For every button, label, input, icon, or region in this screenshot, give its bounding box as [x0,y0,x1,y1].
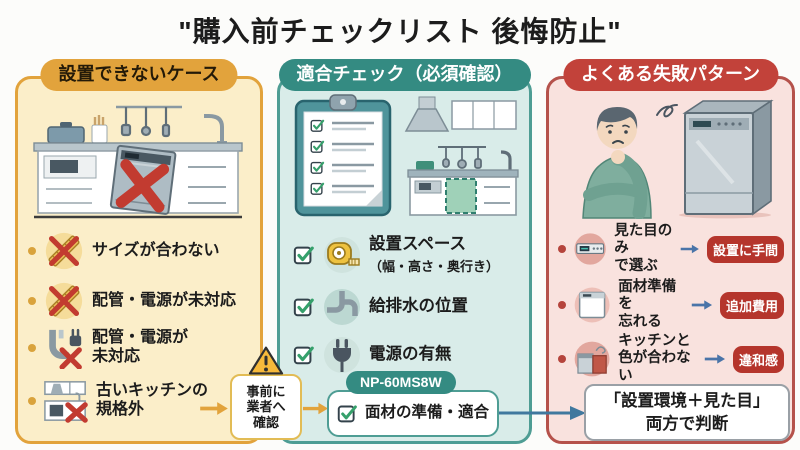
list-item: 面材準備を 忘れる 追加費用 [558,279,786,330]
dishwasher-color-mismatch-icon [574,341,610,377]
arrow-right-icon [691,298,713,312]
list-item-label: サイズが合わない [92,241,220,259]
panel-compatibility-check: 適合チェック（必須確認） [277,59,532,444]
model-badge: NP-60MS8W [346,371,456,394]
bullet-dot [28,247,36,255]
arrow-right-icon [704,352,726,366]
checkbox-icon [293,296,315,318]
list-item: サイズが合わない [28,229,252,273]
warning-icon [248,346,284,375]
dishwasher-front-icon [574,287,610,323]
panel-header-cannot-install: 設置できないケース [40,59,238,91]
conclusion-text: 「設置環境＋見た目」 両方で判断 [604,392,770,433]
list-item: 給排水の位置 [293,287,521,327]
ruler-crossed-icon [43,280,85,322]
list-item: 設置スペース （幅・高さ・奥行き） [293,229,521,281]
compatibility-list: 設置スペース （幅・高さ・奥行き） 給排水の位置 [280,221,529,375]
cannot-install-list: サイズが合わない 配管・電源が未対応 配管・電源が 未対応 [18,221,260,425]
panel-material-check-box: 面材の準備・適合 [327,390,499,437]
old-kitchen-crossed-icon [44,381,88,423]
ruler-crossed-icon [43,230,85,272]
tape-measure-icon [324,237,360,273]
worried-person-and-dishwasher-illustration [581,99,774,219]
arrow-to-model-box-icon [302,400,329,417]
failure-list: 見た目のみ で選ぶ 設置に手間 面材準備を 忘れる 追加費用 [549,219,792,384]
list-item: キッチンと 色が合わない 違和感 [558,333,786,384]
checkbox-icon [293,344,315,366]
drain-pipe-icon [324,289,360,325]
list-item: 配管・電源が未対応 [28,279,252,323]
list-item-label: 面材準備を 忘れる [618,279,677,330]
arrow-right-icon [680,242,700,256]
bullet-dot [28,297,36,305]
checkbox-icon [293,244,315,266]
list-item-label: 配管・電源が未対応 [92,291,237,309]
list-item: 古いキッチンの 規格外 [28,377,252,425]
panel-failure-patterns: よくある失敗パターン [546,59,795,444]
bullet-dot [558,355,566,363]
arrow-to-callout-icon [199,400,229,417]
arrow-to-conclusion-icon [499,406,586,420]
conclusion-box: 「設置環境＋見た目」 両方で判断 [584,384,790,441]
list-item-label: 設置スペース [369,235,467,254]
contractor-callout-text: 事前に 業者へ 確認 [246,384,286,430]
contractor-callout: 事前に 業者へ 確認 [230,374,302,440]
pipe-plug-crossed-icon [49,328,82,369]
list-item-text: 設置スペース （幅・高さ・奥行き） [369,235,499,274]
kitchen-crossed-illustration [33,105,243,219]
bullet-dot [28,344,36,352]
bullet-dot [28,397,36,405]
checkbox-icon [337,403,358,424]
list-item-label: 見た目のみ で選ぶ [614,223,673,274]
control-panel-icon [574,233,606,265]
panel-cannot-install: 設置できないケース [15,59,263,444]
list-item: 電源の有無 [293,335,521,375]
list-item-label: キッチンと 色が合わない [618,333,691,384]
list-item: 配管・電源が 未対応 [28,325,252,371]
consequence-badge: 違和感 [732,345,784,373]
power-plug-icon [324,337,360,373]
list-item-label: 給排水の位置 [369,297,468,316]
bullet-dot [558,245,566,253]
list-item-label: 配管・電源が 未対応 [92,329,189,365]
list-item: 見た目のみ で選ぶ 設置に手間 [558,223,786,274]
panel-header-compatibility: 適合チェック（必須確認） [278,59,531,91]
list-item-label: 古いキッチンの 規格外 [96,382,209,418]
bullet-dot [558,301,566,309]
page-title: "購入前チェックリスト 後悔防止" [178,16,622,47]
consequence-badge: 追加費用 [719,291,784,319]
consequence-badge: 設置に手間 [706,235,784,263]
list-item-sublabel: （幅・高さ・奥行き） [369,258,500,274]
panel-header-failures: よくある失敗パターン [562,59,779,91]
panel-material-check-label: 面材の準備・適合 [364,404,489,422]
clipboard-and-kitchen-illustration [294,94,519,217]
list-item-label: 電源の有無 [369,345,452,364]
